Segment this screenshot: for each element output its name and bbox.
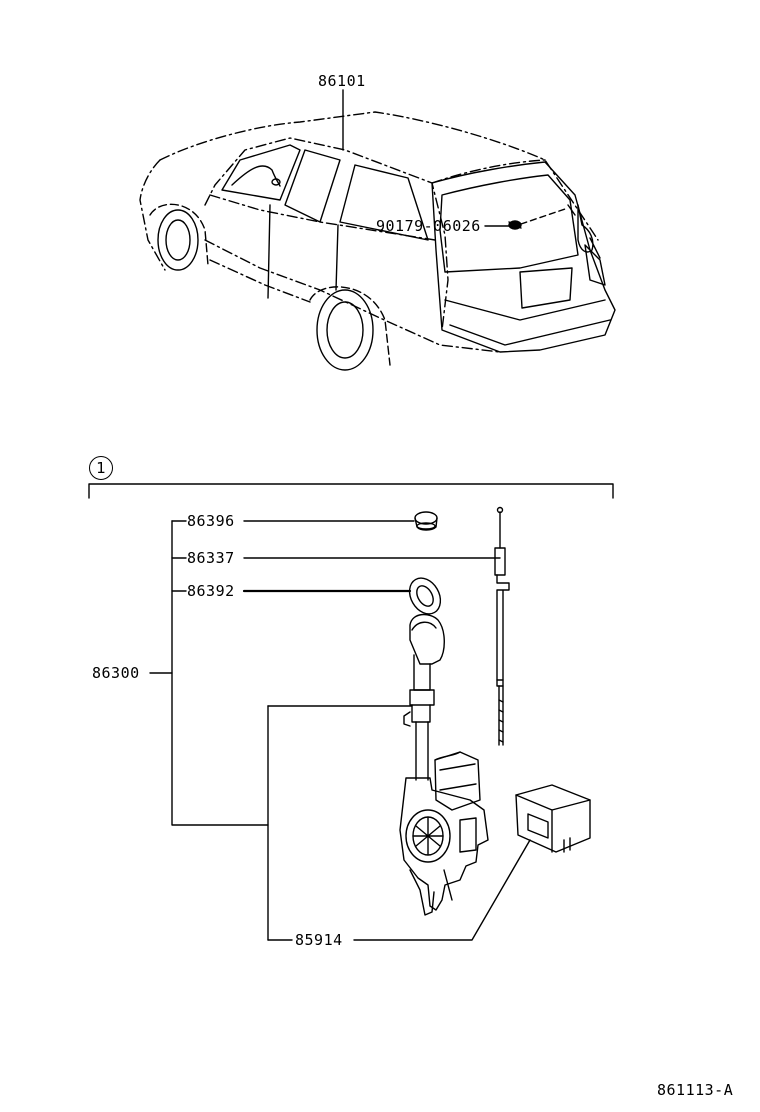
relay-box-icon [515, 784, 591, 853]
group-marker: 1 [89, 456, 113, 480]
side-window-front [221, 144, 301, 201]
group-bracket [88, 483, 614, 499]
rear-gate [431, 161, 616, 353]
rear-window [439, 174, 579, 273]
license-recess [519, 267, 573, 309]
cord-clip [271, 178, 281, 186]
antenna-housing-icon [403, 613, 445, 781]
label-screw: 90179-06026 [376, 217, 481, 235]
rocker [209, 259, 311, 303]
label-gasket: 86392 [187, 582, 235, 600]
side-window-mid [284, 149, 341, 223]
antenna-motor-icon [399, 751, 489, 916]
body-side [139, 137, 449, 331]
rear-wheel [309, 286, 391, 371]
gasket-icon [408, 577, 442, 615]
label-antenna-cord: 86101 [318, 72, 366, 90]
grommet-icon [414, 511, 438, 531]
front-wheel [149, 203, 209, 271]
body-beltline [209, 194, 436, 241]
door-line [267, 204, 271, 299]
label-relay: 85914 [295, 931, 343, 949]
roof-outline [159, 111, 599, 241]
group-leaders [149, 520, 531, 941]
antenna-pole-icon [494, 506, 510, 746]
body-lower-line [204, 239, 501, 353]
bumper [444, 299, 611, 346]
screw-icon [508, 220, 522, 230]
figure-code: 861113-A [657, 1081, 734, 1099]
rear-antenna-hardware [567, 204, 601, 259]
label-antenna-assy: 86300 [92, 664, 140, 682]
label-pole: 86337 [187, 549, 235, 567]
door-line-2 [335, 224, 339, 291]
tail-light [584, 244, 606, 286]
label-grommet: 86396 [187, 512, 235, 530]
leader-90179-dash [520, 207, 569, 225]
antenna-cord [231, 165, 281, 187]
roof-rear-edge [431, 159, 546, 184]
side-window-rear [339, 164, 429, 241]
vehicle-illustration [139, 89, 616, 371]
